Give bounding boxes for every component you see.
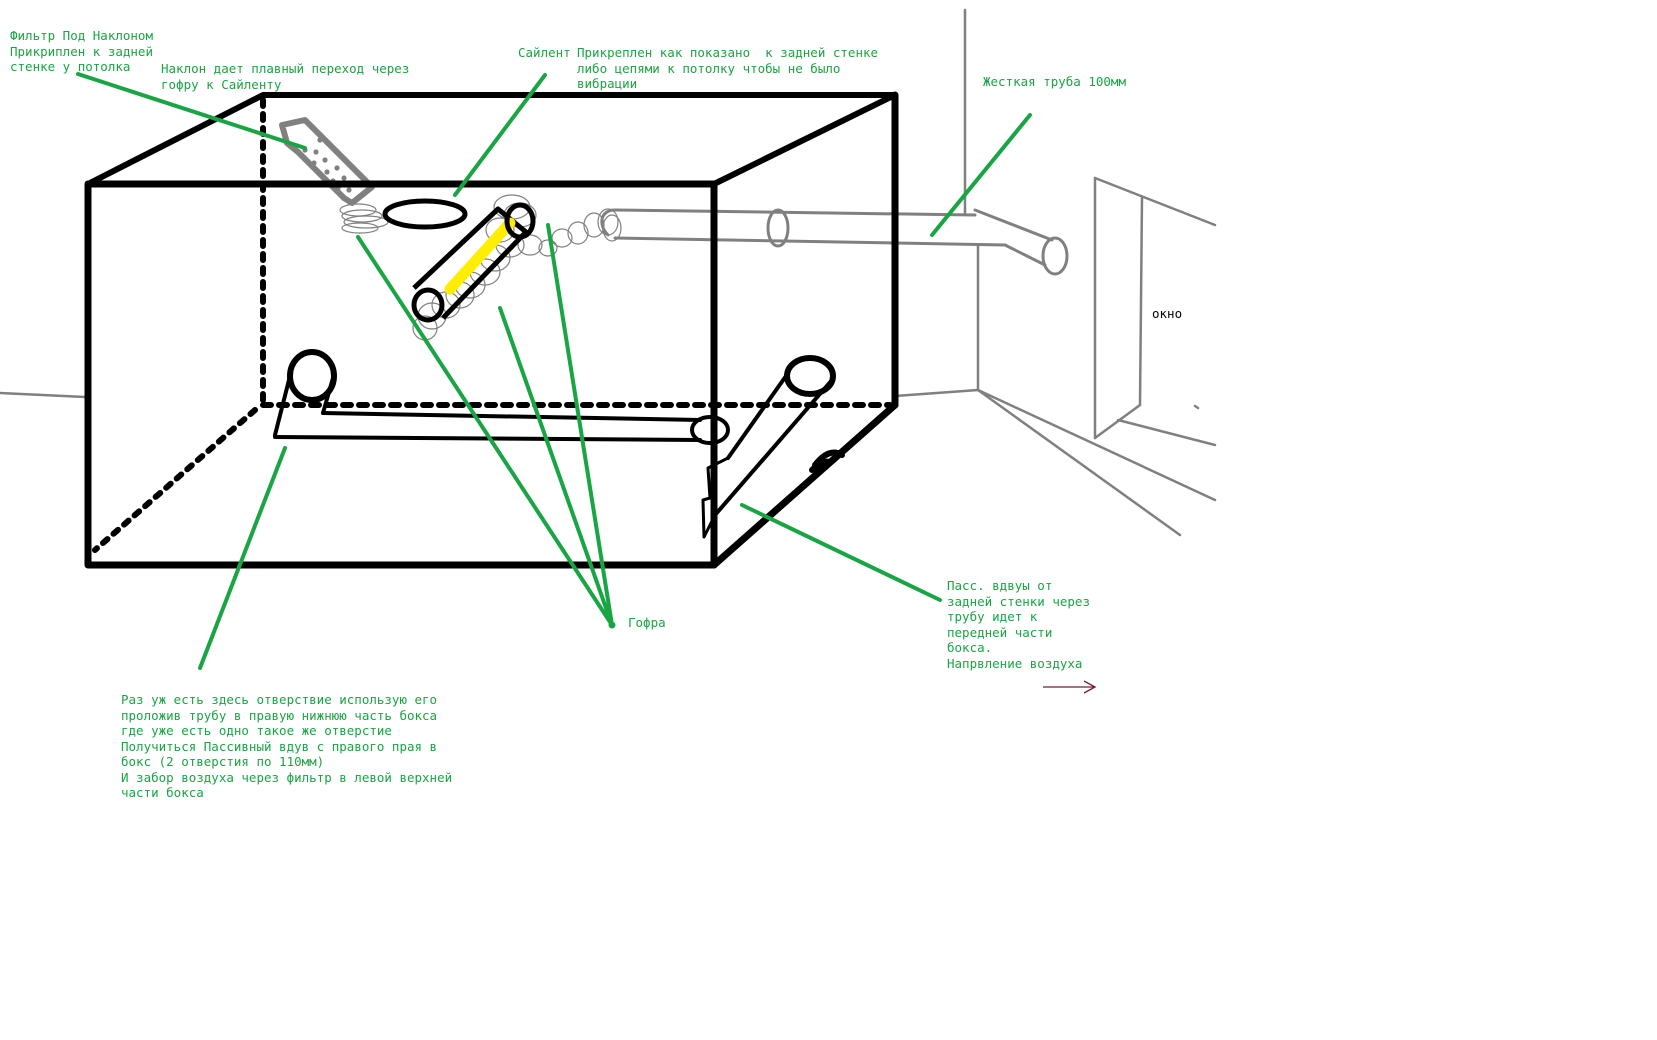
- label-window: окно: [1152, 306, 1183, 321]
- gofra-pointer-dot: [608, 621, 616, 629]
- label-mount: Прикреплен как показано к задней стенке …: [577, 45, 879, 91]
- window-frame: [1093, 176, 1217, 447]
- label-hole-note: Раз уж есть здесь отверствие использую е…: [121, 692, 453, 800]
- label-gofra: Гофра: [628, 615, 666, 630]
- filter-unit: [279, 117, 375, 206]
- gofra-hose: [339, 194, 622, 341]
- room-walls: [0, 8, 1217, 537]
- rigid-pipe: [600, 208, 1069, 276]
- label-filter: Фильтр Под Наклоном Прикриплен к задней …: [10, 28, 153, 74]
- silent-fan: [382, 198, 536, 323]
- label-tilt: Наклон дает плавный переход через гофру …: [161, 61, 410, 92]
- annotation-lines: [76, 72, 1032, 670]
- label-silent: Сайлент: [518, 45, 571, 60]
- grow-box: [84, 91, 899, 569]
- label-passive: Пасс. вдвуы от задней стенки через трубу…: [947, 578, 1090, 671]
- passive-intake-pipe: [273, 349, 845, 539]
- air-direction-arrow: [1043, 680, 1097, 694]
- label-rigid-pipe: Жесткая труба 100мм: [983, 74, 1126, 89]
